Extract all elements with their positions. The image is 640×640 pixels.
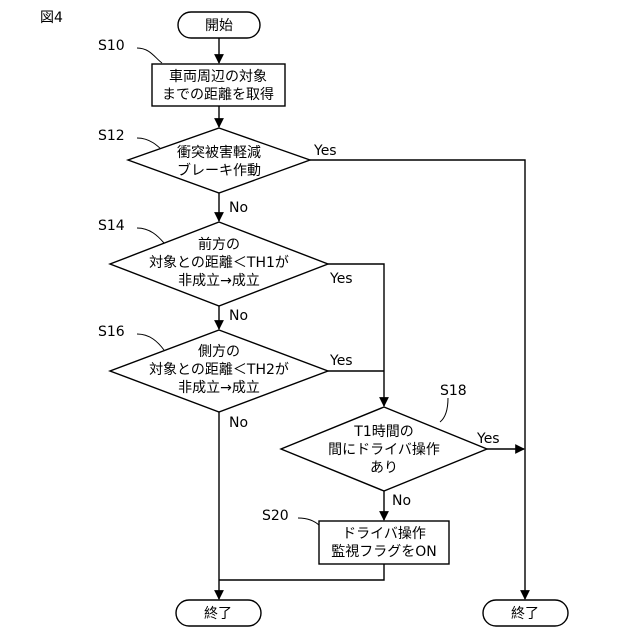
- s16-leader: [137, 334, 164, 350]
- s14-leader: [137, 228, 164, 243]
- s20-line-2: 監視フラグをON: [331, 543, 437, 560]
- s12-yes-label: Yes: [313, 143, 337, 159]
- s10-line-1: 車両周辺の対象: [169, 68, 267, 85]
- s18-line-1: T1時間の: [353, 424, 413, 440]
- s12-step-label: S12: [98, 128, 125, 144]
- s18-line-3: あり: [370, 460, 398, 476]
- s18-no-label: No: [392, 493, 411, 509]
- s20-step-label: S20: [262, 508, 289, 524]
- figure-label: 図4: [40, 10, 63, 26]
- s18-leader: [440, 398, 448, 422]
- s14-no-label: No: [229, 308, 248, 324]
- s16-line-3: 非成立→成立: [178, 380, 260, 396]
- s16-line-1: 側方の: [198, 344, 240, 360]
- s16-step-label: S16: [98, 324, 125, 340]
- s18-step-label: S18: [440, 383, 467, 399]
- end-left-label: 終了: [204, 606, 232, 622]
- s12-line-1: 衝突被害軽減: [177, 144, 261, 161]
- s20-leader: [298, 518, 320, 526]
- end-right-label: 終了: [511, 606, 539, 622]
- s14-step-label: S14: [98, 218, 125, 234]
- s20-line-1: ドライバ操作: [342, 526, 426, 542]
- s14-line-3: 非成立→成立: [178, 273, 260, 289]
- s10-line-2: までの距離を取得: [162, 86, 274, 103]
- s14-line-1: 前方の: [198, 236, 240, 253]
- start-label: 開始: [205, 18, 233, 34]
- s12-line-2: ブレーキ作動: [177, 162, 261, 179]
- arrow-s20-to-end-join: [219, 564, 384, 580]
- s18-yes-label: Yes: [476, 431, 500, 447]
- s14-line-2: 対象との距離＜TH1が: [149, 254, 289, 271]
- s16-yes-label: Yes: [329, 353, 353, 369]
- s16-no-label: No: [229, 415, 248, 431]
- s10-step-label: S10: [98, 38, 125, 54]
- s14-yes-label: Yes: [329, 271, 353, 287]
- s18-line-2: 間にドライバ操作: [328, 442, 440, 458]
- s10-leader: [137, 48, 162, 63]
- s12-no-label: No: [229, 200, 248, 216]
- s16-line-2: 対象との距離＜TH2が: [149, 361, 289, 378]
